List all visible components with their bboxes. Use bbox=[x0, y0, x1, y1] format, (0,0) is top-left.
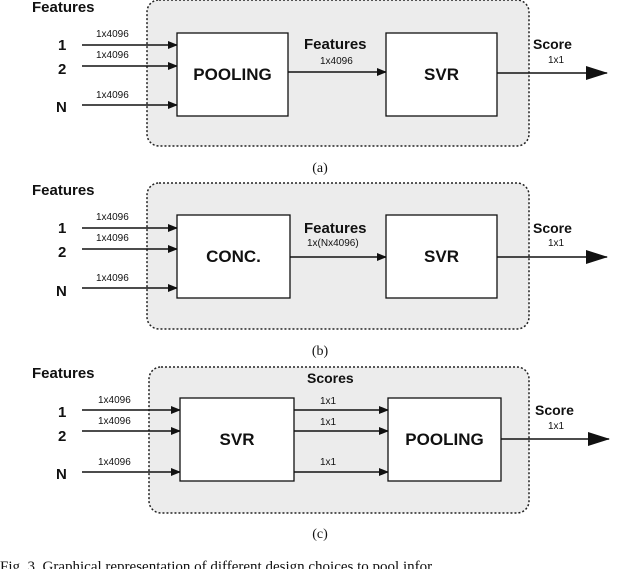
panel-a-input-2: 2 bbox=[58, 61, 66, 78]
panel-b-input-dim-n: 1x4096 bbox=[96, 273, 129, 284]
panel-c-label: (c) bbox=[312, 527, 328, 542]
panel-c-pooling-box bbox=[387, 397, 502, 482]
panel-b-input-dim-1: 1x4096 bbox=[96, 212, 129, 223]
panel-a-pooling-label: POOLING bbox=[193, 65, 271, 84]
panel-a-mid-heading: Features bbox=[304, 36, 367, 53]
panel-b-input-2: 2 bbox=[58, 244, 66, 261]
panel-c-svr-box bbox=[179, 397, 295, 482]
panel-a-pooling-box bbox=[176, 32, 289, 117]
panel-b-input-1: 1 bbox=[58, 220, 66, 237]
panel-a-mid-dim: 1x4096 bbox=[320, 56, 353, 67]
panel-a-features-heading: Features bbox=[32, 0, 95, 16]
panel-c-mid-dim-1: 1x1 bbox=[320, 396, 337, 407]
panel-c-input-dim-2: 1x4096 bbox=[98, 416, 131, 427]
panel-b-svr-label: SVR bbox=[424, 247, 459, 266]
panel-a-input-dim-1: 1x4096 bbox=[96, 29, 129, 40]
panel-a-svr-label: SVR bbox=[424, 65, 459, 84]
figure-caption: Fig. 3. Graphical representation of diff… bbox=[0, 553, 640, 569]
panel-c-out-heading: Score bbox=[535, 402, 574, 418]
panel-b-input-n: N bbox=[56, 283, 67, 300]
panel-a-input-1: 1 bbox=[58, 37, 66, 54]
panel-c-input-n: N bbox=[56, 466, 67, 483]
panel-b-conc-label: CONC. bbox=[206, 247, 261, 266]
panel-c-features-heading: Features bbox=[32, 365, 95, 382]
panel-b-out-dim: 1x1 bbox=[548, 238, 565, 249]
panel-a-input-dim-n: 1x4096 bbox=[96, 90, 129, 101]
panel-c-mid-dim-3: 1x1 bbox=[320, 457, 337, 468]
panel-b-input-dim-2: 1x4096 bbox=[96, 233, 129, 244]
panel-a: Features 1 2 N 1x4096 1x4096 1x4096 POOL… bbox=[32, 0, 608, 176]
panel-b-conc-box bbox=[176, 214, 291, 299]
panel-b-label: (b) bbox=[312, 344, 329, 359]
panel-a-out-heading: Score bbox=[533, 36, 572, 52]
panel-b-svr-box bbox=[385, 214, 498, 299]
panel-c: Features Scores 1 2 N 1x4096 1x4096 1x40… bbox=[32, 365, 610, 542]
panel-a-out-dim: 1x1 bbox=[548, 55, 565, 66]
panel-c-mid-heading: Scores bbox=[307, 370, 354, 386]
panel-b-out-heading: Score bbox=[533, 220, 572, 236]
panel-c-input-dim-n: 1x4096 bbox=[98, 457, 131, 468]
panel-a-svr-box bbox=[385, 32, 498, 117]
panel-b-features-heading: Features bbox=[32, 182, 95, 199]
panel-c-pooling-label: POOLING bbox=[405, 430, 483, 449]
panel-c-mid-dim-2: 1x1 bbox=[320, 417, 337, 428]
panel-a-input-dim-2: 1x4096 bbox=[96, 50, 129, 61]
panel-c-input-dim-1: 1x4096 bbox=[98, 395, 131, 406]
panel-c-out-dim: 1x1 bbox=[548, 421, 565, 432]
panel-b-mid-heading: Features bbox=[304, 220, 367, 237]
panel-c-svr-label: SVR bbox=[220, 430, 255, 449]
panel-b: Features 1 2 N 1x4096 1x4096 1x4096 CONC… bbox=[32, 182, 608, 359]
panel-a-input-n: N bbox=[56, 99, 67, 116]
figure-caption-text: Fig. 3. Graphical representation of diff… bbox=[0, 559, 433, 569]
panel-b-mid-dim: 1x(Nx4096) bbox=[307, 238, 359, 249]
panel-a-label: (a) bbox=[312, 161, 328, 176]
panel-c-input-2: 2 bbox=[58, 428, 66, 445]
panel-c-input-1: 1 bbox=[58, 404, 66, 421]
